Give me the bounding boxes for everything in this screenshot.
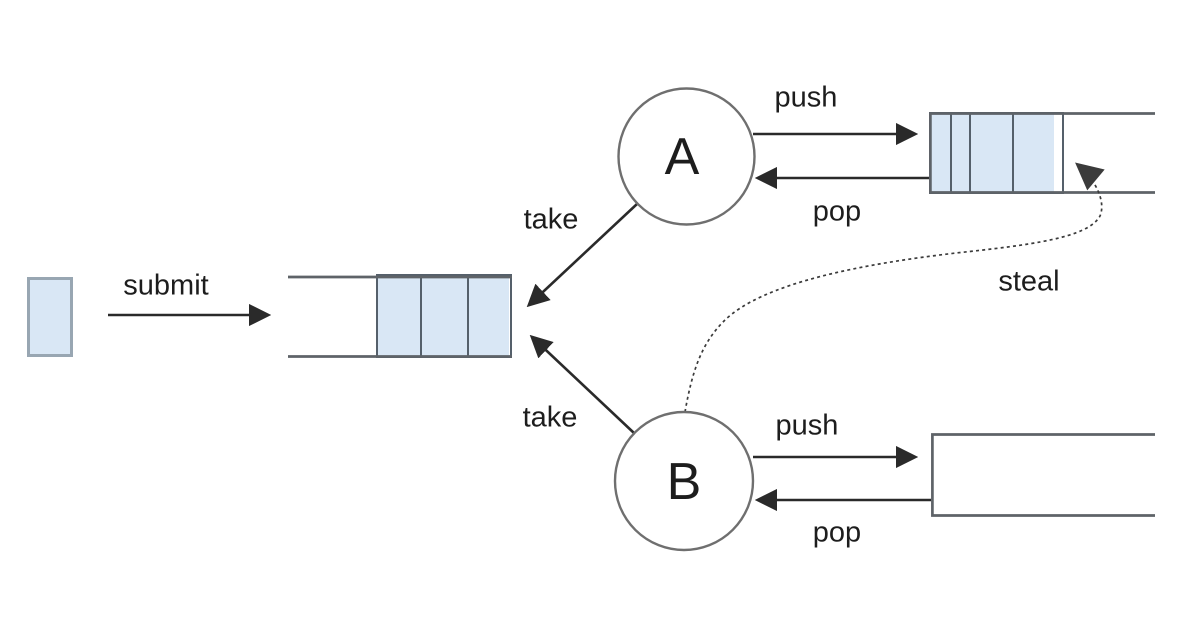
push-label-b: push — [775, 409, 839, 442]
submit-label: submit — [123, 269, 209, 302]
worker-a-circle — [617, 87, 756, 226]
pop-label-b: pop — [812, 516, 862, 549]
queue-cell — [1012, 114, 1054, 192]
take-arrow-a — [526, 203, 638, 308]
take-label-top: take — [523, 203, 579, 236]
steal-label: steal — [998, 265, 1060, 298]
queue-cell — [931, 114, 950, 192]
worker-b-label: B — [666, 453, 702, 511]
task-item — [27, 277, 73, 357]
queue-cell — [378, 276, 420, 356]
take-arrow-b — [529, 334, 635, 434]
worker-a-deque-outline — [929, 112, 1155, 194]
queue-cell — [467, 276, 509, 356]
queue-cell — [950, 114, 969, 192]
pop-label-a: pop — [812, 195, 862, 228]
queue-cell — [420, 276, 467, 356]
push-label-a: push — [774, 81, 838, 114]
worker-b-deque-outline — [931, 433, 1155, 517]
take-label-bottom: take — [522, 401, 578, 434]
steal-arrow — [684, 162, 1105, 413]
worker-a-label: A — [664, 128, 700, 186]
worker-a-deque-cells — [929, 112, 1064, 194]
submission-queue-cells — [376, 274, 512, 358]
queue-cell — [969, 114, 1012, 192]
worker-b-circle — [613, 410, 755, 552]
